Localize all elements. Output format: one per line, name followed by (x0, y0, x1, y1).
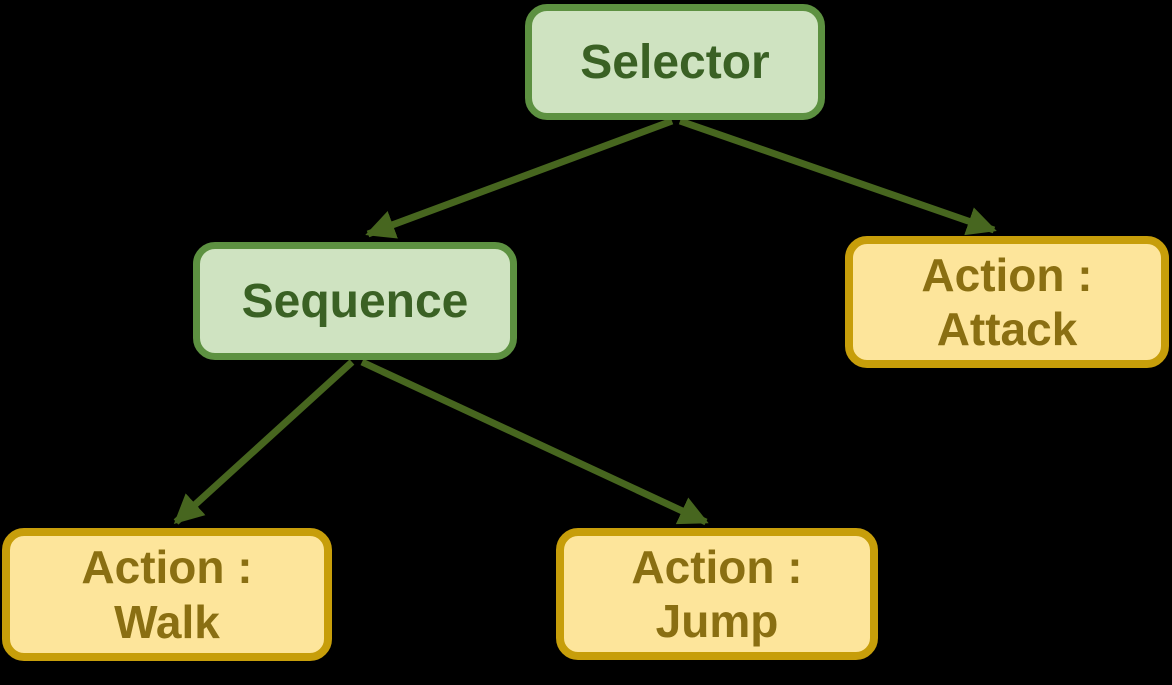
node-sequence: Sequence (193, 242, 517, 360)
node-action-walk-label-line2: Walk (114, 595, 220, 648)
node-selector-label: Selector (580, 35, 770, 89)
node-action-jump: Action : Jump (556, 528, 878, 660)
node-action-jump-label-line2: Jump (655, 595, 779, 647)
edge-sequence-to-jump (360, 358, 709, 526)
node-action-attack-label-line1: Action : (921, 248, 1093, 301)
edge-selector-to-attack (678, 117, 997, 236)
edge-sequence-to-walk (173, 359, 355, 525)
edge-selector-to-sequence (365, 117, 674, 239)
node-selector: Selector (525, 4, 825, 120)
node-action-walk: Action : Walk (2, 528, 332, 661)
node-action-walk-label-line1: Action : (81, 541, 253, 594)
node-sequence-label: Sequence (241, 274, 469, 328)
node-action-jump-label-line1: Action : (631, 540, 803, 593)
node-action-attack: Action : Attack (845, 236, 1169, 368)
node-action-attack-label-line2: Attack (936, 303, 1078, 355)
